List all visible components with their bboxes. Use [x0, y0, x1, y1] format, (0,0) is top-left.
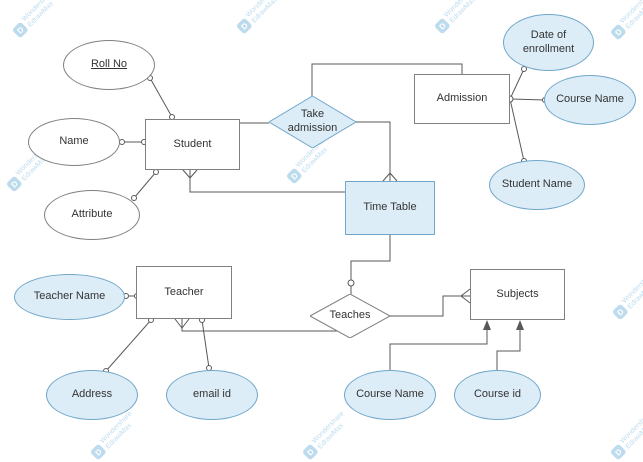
- attribute-teacher-name[interactable]: Teacher Name: [14, 274, 125, 320]
- connector-emailid-teacher: [201, 319, 210, 369]
- entity-admission[interactable]: Admission: [414, 74, 510, 124]
- attribute-date-of-enrollment-label: Date of enrollment: [522, 28, 575, 55]
- entity-time-table-label: Time Table: [363, 201, 417, 214]
- attribute-course-id-label: Course id: [473, 388, 522, 401]
- connector-attribute-student: [133, 171, 157, 199]
- connector-student-timetable: [189, 178, 345, 193]
- entity-subjects[interactable]: Subjects: [470, 269, 565, 320]
- attribute-student-name[interactable]: Student Name: [489, 160, 585, 210]
- entity-teacher[interactable]: Teacher: [136, 266, 232, 319]
- entity-subjects-label: Subjects: [496, 287, 539, 300]
- connector-coursename-subjects: [389, 329, 488, 370]
- diamond-shape: [269, 96, 356, 148]
- attribute-roll-no-label: Roll No: [90, 58, 128, 71]
- attribute-course-name-admission-label: Course Name: [556, 93, 624, 106]
- relationship-take-admission[interactable]: Take admission: [269, 96, 356, 148]
- attribute-attribute-label: Attribute: [71, 208, 113, 221]
- attribute-address-label: Address: [71, 388, 113, 401]
- attribute-email-id-label: email id: [193, 388, 231, 401]
- arrowhead-courseid: [516, 320, 524, 330]
- arrowhead-coursename: [483, 320, 491, 330]
- connector-coursename-admission: [510, 98, 546, 101]
- entity-time-table[interactable]: Time Table: [345, 181, 435, 235]
- entity-student[interactable]: Student: [145, 119, 240, 170]
- connector-takeadmission-timetable: [356, 121, 391, 173]
- entity-teacher-label: Teacher: [164, 285, 204, 298]
- connector-timetable-teaches: [350, 235, 391, 294]
- attribute-roll-no[interactable]: Roll No: [63, 40, 155, 90]
- entity-student-label: Student: [173, 137, 212, 150]
- attribute-course-id[interactable]: Course id: [454, 370, 541, 420]
- attribute-course-name-admission[interactable]: Course Name: [544, 75, 636, 125]
- attribute-name-label: Name: [59, 135, 89, 148]
- connector-courseid-subjects: [496, 329, 521, 370]
- relationship-teaches[interactable]: Teaches: [310, 294, 390, 338]
- crows-foot-student: [182, 169, 198, 179]
- attribute-course-name-subjects-label: Course Name: [356, 388, 424, 401]
- relationship-take-admission-label: Take admission: [287, 108, 338, 134]
- entity-admission-label: Admission: [436, 92, 488, 105]
- attribute-teacher-name-label: Teacher Name: [33, 290, 106, 303]
- connector-studentname-admission: [509, 98, 525, 162]
- diamond-shape: [310, 294, 390, 338]
- attribute-student-name-label: Student Name: [501, 178, 573, 191]
- connector-address-teacher: [105, 319, 152, 372]
- connector-takeadmission-admission: [311, 63, 463, 96]
- attribute-date-of-enrollment[interactable]: Date of enrollment: [503, 14, 594, 71]
- connector-teaches-subjects: [390, 295, 461, 317]
- crows-foot-subjects: [460, 288, 471, 304]
- connector-teacher-teaches: [181, 319, 339, 332]
- attribute-email-id[interactable]: email id: [166, 370, 258, 420]
- relationship-teaches-label: Teaches: [329, 309, 371, 322]
- attribute-attribute[interactable]: Attribute: [44, 190, 140, 240]
- attribute-course-name-subjects[interactable]: Course Name: [344, 370, 436, 420]
- attribute-address[interactable]: Address: [46, 370, 138, 420]
- connector-dateofenrollment-admission: [509, 68, 525, 100]
- crows-foot-timetable: [382, 172, 398, 182]
- connector-rollno-student: [149, 77, 173, 118]
- attribute-name[interactable]: Name: [28, 118, 120, 166]
- crows-foot-teacher: [174, 318, 190, 329]
